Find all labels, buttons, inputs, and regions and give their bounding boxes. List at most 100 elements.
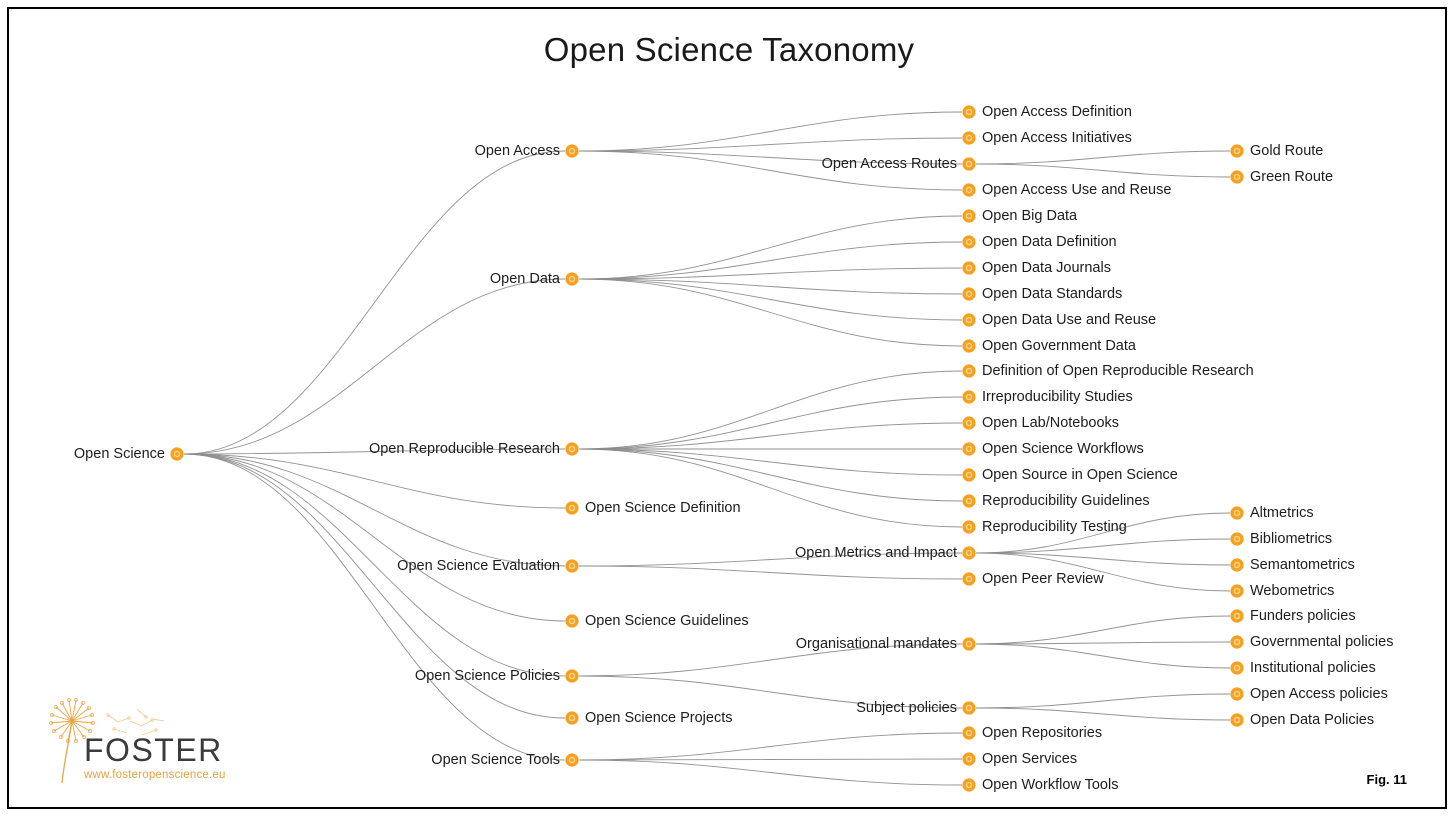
tree-node-core <box>965 549 973 557</box>
tree-node-core <box>1233 587 1241 595</box>
tree-node-core <box>965 640 973 648</box>
logo-url: www.fosteropenscience.eu <box>84 769 226 781</box>
tree-node-dot[interactable] <box>1230 144 1244 158</box>
tree-node-dot[interactable] <box>565 272 579 286</box>
tree-link <box>975 552 1231 566</box>
tree-node-dot[interactable] <box>962 235 976 249</box>
tree-node-dot[interactable] <box>1230 558 1244 572</box>
tree-link <box>183 453 566 761</box>
tree-node-dot[interactable] <box>962 390 976 404</box>
tree-node-core <box>1233 509 1241 517</box>
tree-node-dot[interactable] <box>1230 635 1244 649</box>
tree-link <box>578 150 963 191</box>
tree-link <box>578 241 963 280</box>
tree-node-core <box>568 617 576 625</box>
tree-node-dot[interactable] <box>565 442 579 456</box>
tree-link <box>578 422 963 450</box>
tree-node-dot[interactable] <box>565 144 579 158</box>
tree-node-dot[interactable] <box>962 416 976 430</box>
tree-node-dot[interactable] <box>962 572 976 586</box>
tree-node-dot[interactable] <box>962 637 976 651</box>
tree-node-core <box>965 729 973 737</box>
tree-node-dot[interactable] <box>565 559 579 573</box>
tree-link <box>578 565 963 580</box>
tree-link <box>578 732 963 761</box>
tree-node-core <box>1233 690 1241 698</box>
tree-node-dot[interactable] <box>962 261 976 275</box>
tree-node-dot[interactable] <box>962 105 976 119</box>
tree-link <box>578 278 963 295</box>
tree-node-dot[interactable] <box>565 501 579 515</box>
tree-node-dot[interactable] <box>962 468 976 482</box>
tree-node-label-institutional-policies: Institutional policies <box>1250 659 1376 676</box>
tree-node-dot[interactable] <box>170 447 184 461</box>
tree-node-dot[interactable] <box>962 157 976 171</box>
tree-node-dot[interactable] <box>1230 609 1244 623</box>
tree-node-dot[interactable] <box>962 701 976 715</box>
tree-link <box>578 267 963 280</box>
tree-link <box>975 150 1231 165</box>
tree-node-label-open-data-use-and-reuse: Open Data Use and Reuse <box>982 311 1157 328</box>
tree-node-core <box>965 290 973 298</box>
tree-link <box>578 215 963 280</box>
tree-node-dot[interactable] <box>1230 661 1244 675</box>
tree-node-label-irreproducibility-studies: Irreproducibility Studies <box>982 388 1133 405</box>
tree-node-dot[interactable] <box>962 313 976 327</box>
tree-node-core <box>965 575 973 583</box>
tree-node-label-open-access-policies: Open Access policies <box>1250 685 1388 702</box>
tree-node-dot[interactable] <box>962 339 976 353</box>
page-title: Open Science Taxonomy <box>543 31 915 68</box>
tree-link <box>183 453 566 509</box>
tree-node-dot[interactable] <box>962 778 976 792</box>
tree-node-core <box>568 445 576 453</box>
tree-node-dot[interactable] <box>1230 532 1244 546</box>
tree-node-label-open-data-policies: Open Data Policies <box>1250 711 1375 728</box>
tree-node-core <box>965 134 973 142</box>
tree-node-dot[interactable] <box>962 752 976 766</box>
tree-node-dot[interactable] <box>962 209 976 223</box>
tree-link <box>578 150 963 165</box>
tree-node-dot[interactable] <box>962 494 976 508</box>
tree-node-core <box>965 781 973 789</box>
tree-node-label-altmetrics: Altmetrics <box>1250 504 1314 521</box>
tree-node-label-open-reproducible-research: Open Reproducible Research <box>368 440 560 457</box>
tree-node-core <box>965 160 973 168</box>
dandelion-icon <box>49 698 165 784</box>
tree-node-dot[interactable] <box>962 520 976 534</box>
tree-node-core <box>965 445 973 453</box>
tree-node-dot[interactable] <box>962 726 976 740</box>
tree-node-label-organisational-mandates: Organisational mandates <box>795 635 957 652</box>
tree-node-label-open-science: Open Science <box>73 445 165 462</box>
tree-node-label-gold-route: Gold Route <box>1250 142 1324 159</box>
tree-node-dot[interactable] <box>565 753 579 767</box>
tree-node-label-webometrics: Webometrics <box>1250 582 1335 599</box>
tree-node-label-funders-policies: Funders policies <box>1250 607 1356 624</box>
tree-node-dot[interactable] <box>565 614 579 628</box>
tree-node-dot[interactable] <box>1230 170 1244 184</box>
tree-node-core <box>1233 147 1241 155</box>
tree-node-dot[interactable] <box>565 669 579 683</box>
tree-node-dot[interactable] <box>962 287 976 301</box>
tree-node-dot[interactable] <box>1230 584 1244 598</box>
tree-node-label-open-access-initiatives: Open Access Initiatives <box>982 129 1132 146</box>
tree-node-core <box>1233 716 1241 724</box>
tree-link <box>578 137 963 152</box>
tree-node-dot[interactable] <box>1230 687 1244 701</box>
tree-link <box>183 453 566 567</box>
tree-node-dot[interactable] <box>962 364 976 378</box>
tree-node-dot[interactable] <box>962 131 976 145</box>
tree-link <box>975 615 1231 645</box>
tree-node-label-open-access-routes: Open Access Routes <box>821 155 957 172</box>
tree-node-core <box>965 497 973 505</box>
tree-node-label-open-lab-notebooks: Open Lab/Notebooks <box>982 414 1120 431</box>
tree-node-dot[interactable] <box>565 711 579 725</box>
tree-node-dot[interactable] <box>962 442 976 456</box>
tree-node-dot[interactable] <box>962 183 976 197</box>
tree-node-dot[interactable] <box>1230 506 1244 520</box>
tree-node-dot[interactable] <box>1230 713 1244 727</box>
tree-node-core <box>568 672 576 680</box>
tree-node-dot[interactable] <box>962 546 976 560</box>
tree-node-label-open-science-workflows: Open Science Workflows <box>982 440 1144 457</box>
tree-node-label-open-data: Open Data <box>489 270 560 287</box>
